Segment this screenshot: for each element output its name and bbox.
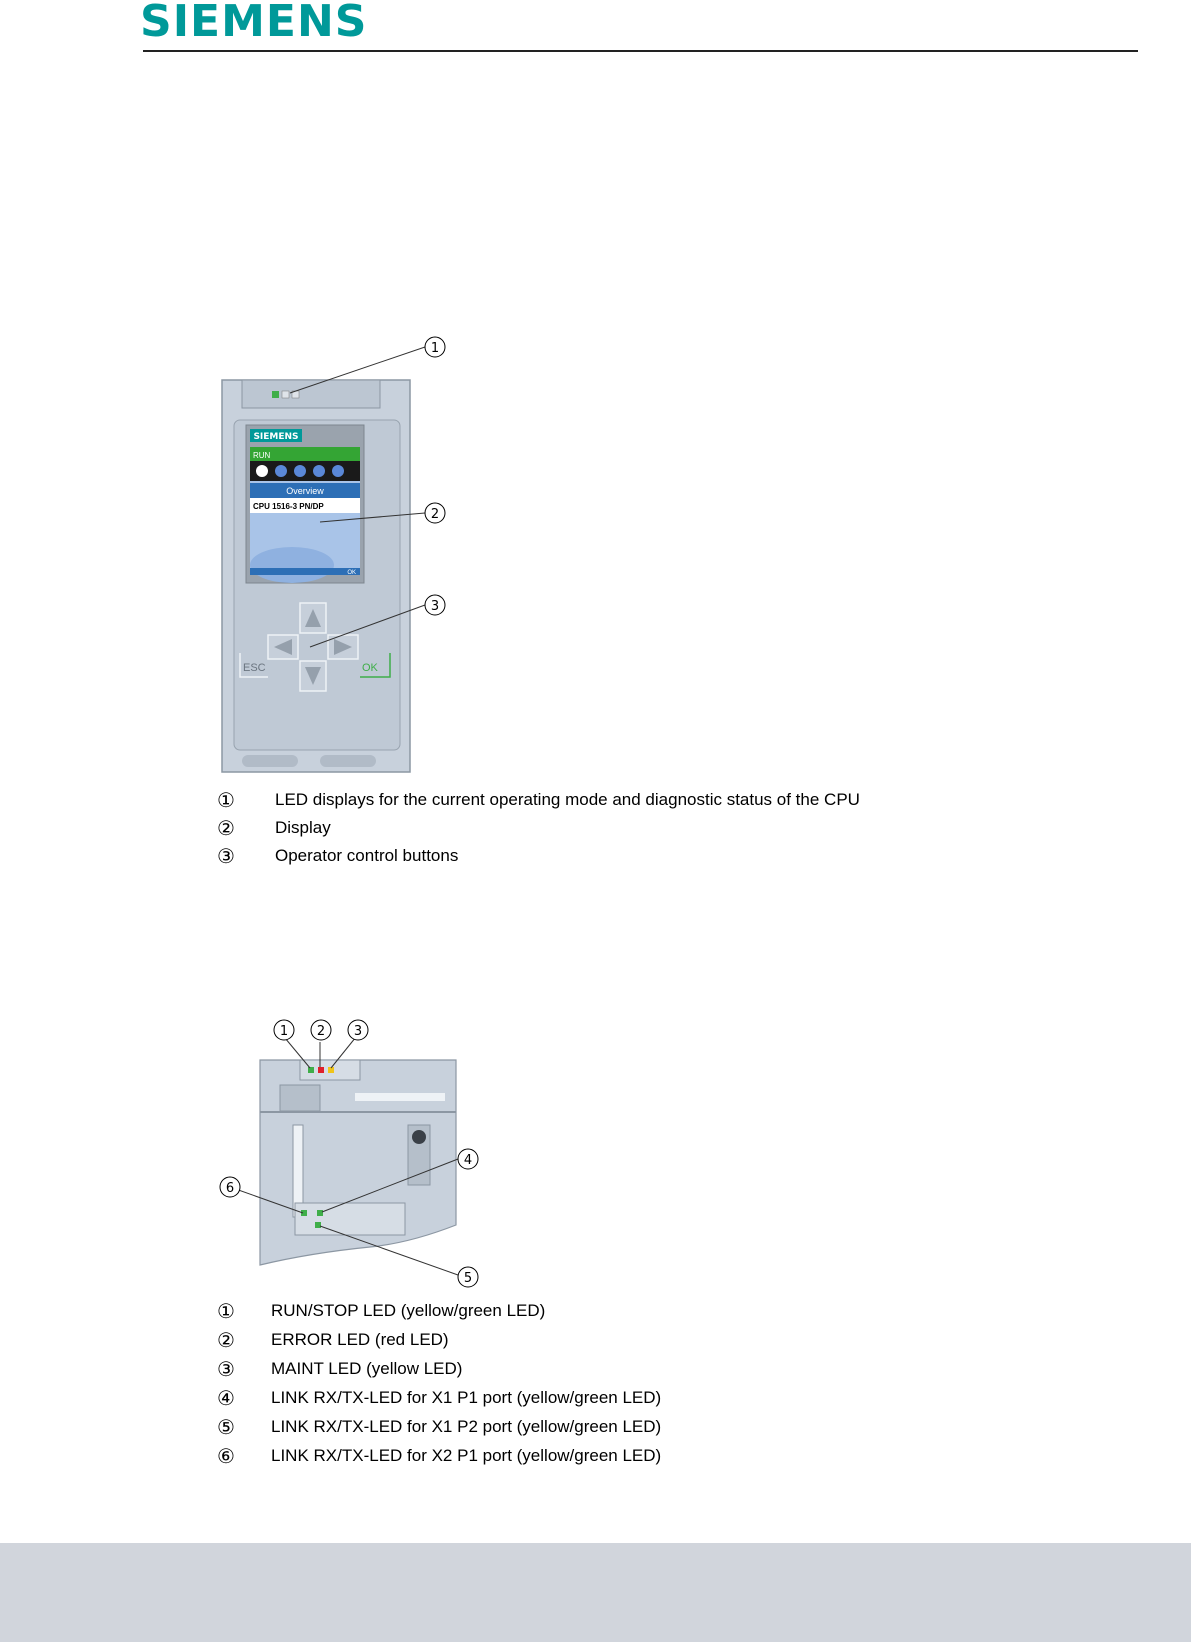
- legend-text: Display: [275, 818, 331, 837]
- maint-led: [328, 1067, 334, 1073]
- screen-ok: OK: [347, 570, 356, 576]
- legend-number: ③: [217, 1357, 235, 1381]
- tools-icon: [294, 465, 306, 477]
- cpu-top-illustration: 1 2 3 4 5 6: [219, 1019, 479, 1288]
- callout-marker-1: 1: [273, 1019, 295, 1041]
- settings-icon: [275, 465, 287, 477]
- vent-right: [320, 755, 376, 767]
- menu-title: Overview: [286, 486, 324, 496]
- callout-line-1: [289, 346, 426, 394]
- legend-text: LINK RX/TX-LED for X1 P2 port (yellow/gr…: [271, 1417, 662, 1436]
- up-arrow-icon: [305, 609, 321, 627]
- menu-title-bar: [250, 483, 360, 498]
- legend-number: ⑥: [217, 1444, 235, 1468]
- cpu-name: CPU 1516-3 PN/DP: [253, 502, 324, 511]
- callout-marker-3: 3: [347, 1019, 369, 1041]
- callout-marker-2: 2: [310, 1019, 332, 1041]
- legend-number: ⑤: [217, 1415, 235, 1439]
- legend-text: LINK RX/TX-LED for X2 P1 port (yellow/gr…: [271, 1446, 662, 1465]
- error-led: [281, 390, 290, 399]
- svg-text:1: 1: [431, 341, 439, 356]
- cpu-name-bar: [250, 498, 360, 513]
- screen-brand-text: SIEMENS: [253, 432, 298, 442]
- info-icon: [256, 465, 268, 477]
- svg-text:3: 3: [354, 1024, 362, 1039]
- legend-number: ③: [217, 844, 235, 868]
- x1p1-led: [317, 1210, 323, 1216]
- callout-marker-4: 4: [457, 1148, 479, 1170]
- display-icon: [332, 465, 344, 477]
- header-rule: [143, 50, 1138, 52]
- port-area: [294, 1202, 406, 1236]
- svg-text:2: 2: [317, 1024, 325, 1039]
- legend-number: ②: [217, 1328, 235, 1352]
- ok-label: OK: [362, 662, 379, 674]
- legend-text: RUN/STOP LED (yellow/green LED): [271, 1301, 546, 1320]
- status-text: RUN: [253, 451, 271, 460]
- esc-label: ESC: [243, 662, 266, 674]
- svg-text:3: 3: [431, 599, 439, 614]
- svg-text:6: 6: [226, 1181, 234, 1196]
- divider: [260, 1111, 456, 1113]
- esc-button-outline[interactable]: [239, 653, 268, 678]
- legend-text: MAINT LED (yellow LED): [271, 1359, 463, 1378]
- screen-brand-badge: [250, 429, 302, 442]
- callout-line-6: [229, 1186, 304, 1214]
- callout-marker-1: 1: [424, 336, 446, 358]
- svg-text:5: 5: [464, 1271, 472, 1286]
- callout-marker-2: 2: [424, 502, 446, 524]
- svg-text:1: 1: [280, 1024, 288, 1039]
- module-icon: [313, 465, 325, 477]
- right-arrow-icon: [334, 639, 352, 655]
- svg-text:2: 2: [431, 507, 439, 522]
- card-slot-latch: [279, 1084, 321, 1112]
- run-led: [272, 391, 279, 398]
- legend-number: ④: [217, 1386, 235, 1410]
- vent-left: [242, 755, 298, 767]
- x1p2-led: [315, 1222, 321, 1228]
- figure2-legend: ① RUN/STOP LED (yellow/green LED) ② ERRO…: [217, 1300, 917, 1470]
- screen-footer: [250, 568, 360, 575]
- run-stop-led: [308, 1067, 314, 1073]
- left-arrow-icon: [274, 639, 292, 655]
- legend-number: ①: [217, 1299, 235, 1323]
- callout-line-2: [319, 512, 426, 523]
- figure1-legend: ① LED displays for the current operating…: [217, 789, 917, 869]
- mode-switch-knob: [412, 1130, 426, 1144]
- x2p1-led: [301, 1210, 307, 1216]
- callout-line-5: [319, 1225, 459, 1276]
- callout-marker-5: 5: [457, 1266, 479, 1288]
- footer-band: [0, 1543, 1191, 1642]
- figure-cpu-front: SIEMENS RUN Overview CPU 1516-3 PN/DP OK…: [210, 325, 470, 780]
- error-led: [318, 1067, 324, 1073]
- legend-text: ERROR LED (red LED): [271, 1330, 449, 1349]
- led-cover: [241, 379, 381, 409]
- status-bar: [250, 447, 360, 461]
- callout-line-3: [309, 604, 426, 648]
- serial-label: [355, 1093, 445, 1101]
- svg-text:4: 4: [464, 1153, 472, 1168]
- legend-text: LED displays for the current operating m…: [275, 790, 860, 809]
- cpu-front-illustration: SIEMENS RUN Overview CPU 1516-3 PN/DP OK…: [221, 336, 446, 773]
- callout-marker-3: 3: [424, 594, 446, 616]
- legend-text: LINK RX/TX-LED for X1 P1 port (yellow/gr…: [271, 1388, 662, 1407]
- callout-line-4: [321, 1158, 459, 1213]
- legend-number: ②: [217, 816, 235, 840]
- screen-background-graphic: [250, 547, 334, 583]
- down-arrow-icon: [305, 667, 321, 685]
- legend-text: Operator control buttons: [275, 846, 459, 865]
- legend-number: ①: [217, 788, 235, 812]
- callout-marker-6: 6: [219, 1176, 241, 1198]
- ok-button-outline[interactable]: [360, 653, 391, 678]
- figure-cpu-top: 1 2 3 4 5 6: [210, 1015, 510, 1295]
- siemens-logo: SIEMENS: [140, 0, 368, 47]
